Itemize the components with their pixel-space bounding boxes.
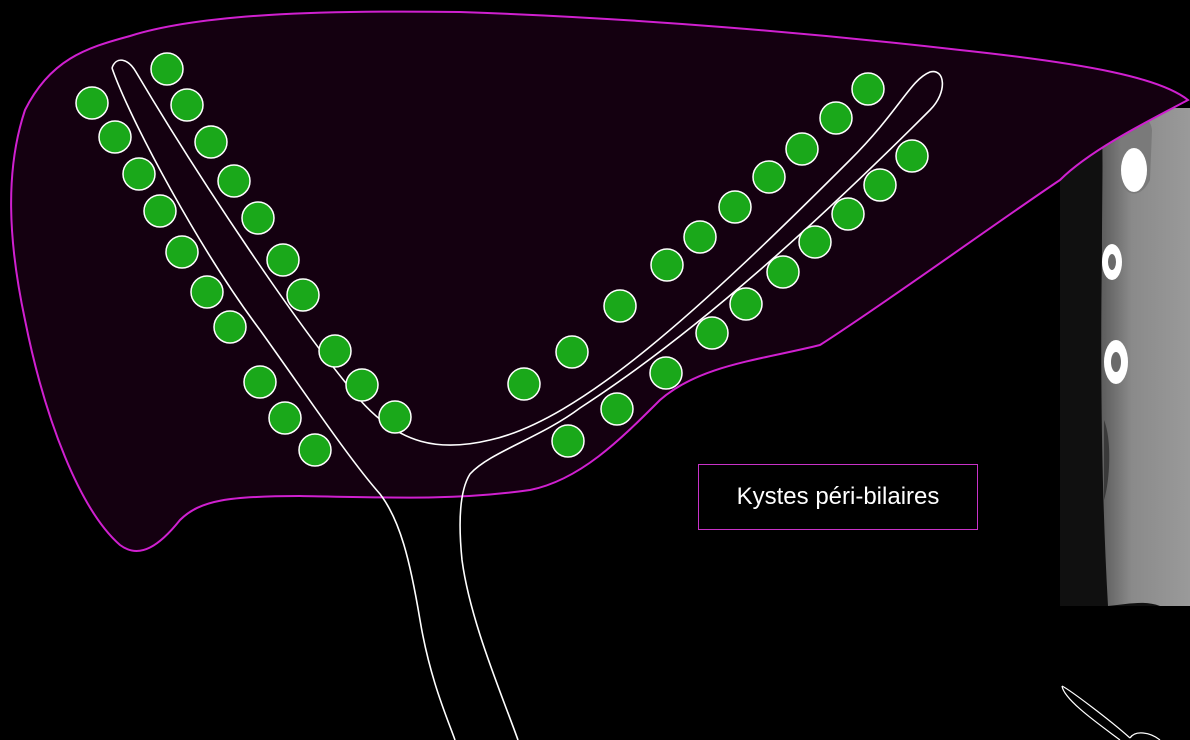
- cyst-circle: [151, 53, 183, 85]
- cyst-circle: [218, 165, 250, 197]
- cyst-circle: [696, 317, 728, 349]
- cyst-circle: [730, 288, 762, 320]
- cyst-circle: [244, 366, 276, 398]
- cyst-circle: [896, 140, 928, 172]
- cyst-circle: [719, 191, 751, 223]
- cyst-circle: [144, 195, 176, 227]
- cyst-circle: [650, 357, 682, 389]
- cyst-label: Kystes péri-bilaires: [737, 483, 940, 511]
- cyst-circle: [191, 276, 223, 308]
- cyst-circle: [166, 236, 198, 268]
- cyst-circle: [123, 158, 155, 190]
- cyst-circle: [299, 434, 331, 466]
- cyst-circle: [379, 401, 411, 433]
- cyst-circle: [799, 226, 831, 258]
- corner-stroke: [1062, 686, 1160, 740]
- cyst-circle: [99, 121, 131, 153]
- cyst-circle: [287, 279, 319, 311]
- cyst-circle: [319, 335, 351, 367]
- cyst-circle: [753, 161, 785, 193]
- cyst-circle: [820, 102, 852, 134]
- cyst-circle: [267, 244, 299, 276]
- ct-scan-inset: [1060, 108, 1190, 606]
- cyst-circle: [832, 198, 864, 230]
- cyst-circle: [864, 169, 896, 201]
- cyst-circle: [651, 249, 683, 281]
- cyst-label-box: Kystes péri-bilaires: [698, 464, 978, 530]
- cyst-circle: [242, 202, 274, 234]
- cyst-circle: [767, 256, 799, 288]
- cyst-circle: [556, 336, 588, 368]
- cyst-circle: [508, 368, 540, 400]
- cyst-circle: [601, 393, 633, 425]
- cyst-circle: [76, 87, 108, 119]
- cyst-circle: [604, 290, 636, 322]
- cyst-circle: [852, 73, 884, 105]
- cyst-circle: [269, 402, 301, 434]
- cyst-circle: [214, 311, 246, 343]
- cyst-circle: [552, 425, 584, 457]
- cyst-circle: [786, 133, 818, 165]
- cyst-circle: [346, 369, 378, 401]
- cyst-circle: [171, 89, 203, 121]
- cyst-circle: [195, 126, 227, 158]
- cyst-circle: [684, 221, 716, 253]
